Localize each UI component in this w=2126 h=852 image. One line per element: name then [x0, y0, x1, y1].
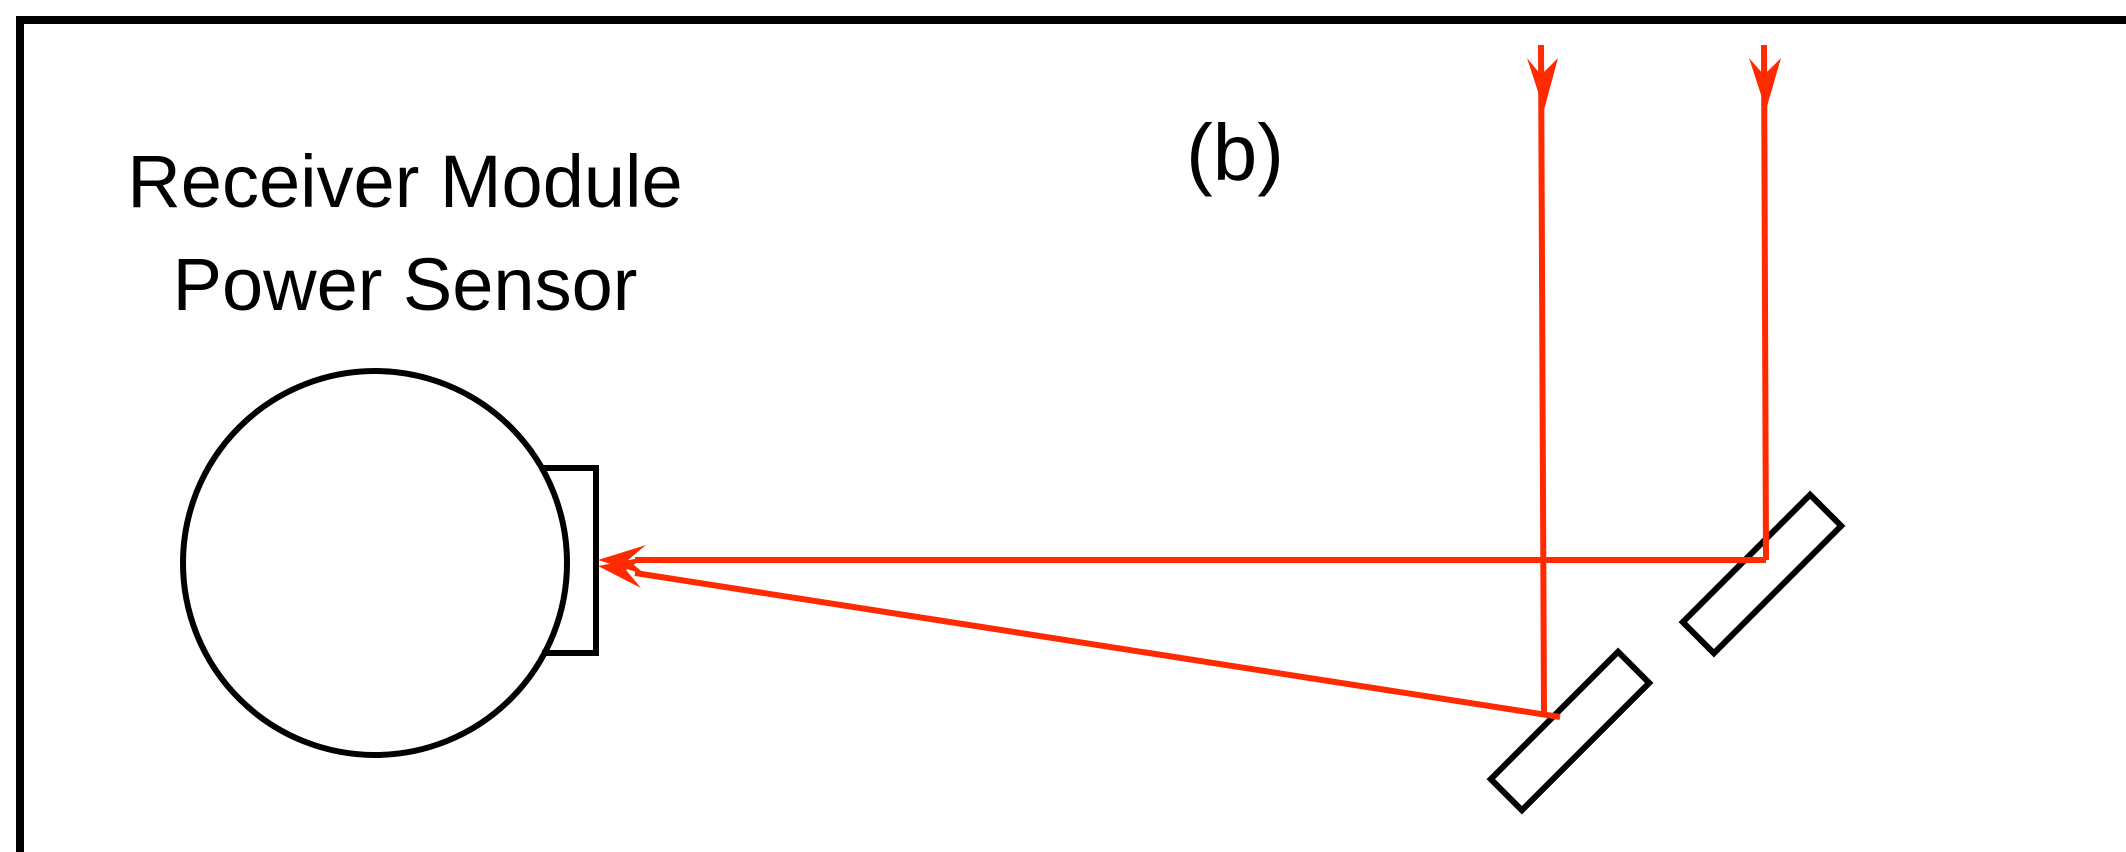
arrowhead-left-horizontal [598, 545, 646, 575]
arrowhead-down-right [1749, 58, 1781, 110]
module-label-line1: Receiver Module [127, 140, 682, 223]
sensor-body-circle [180, 368, 570, 758]
mirror-lower [1486, 647, 1654, 815]
panel-label: (b) [1186, 108, 1284, 197]
beam-arrowheads [598, 58, 1781, 588]
beam-angled [634, 570, 1561, 720]
arrowhead-down-left [1527, 58, 1558, 110]
beam-vertical-right [1761, 44, 1769, 561]
laser-beams [634, 44, 1769, 720]
module-label-line2: Power Sensor [173, 243, 638, 326]
beam-vertical-left [1538, 44, 1547, 716]
mirror-upper [1678, 490, 1846, 658]
outer-frame [16, 16, 2126, 852]
sensor-aperture [542, 465, 599, 656]
receiver-module [180, 368, 599, 758]
arrowhead-left-angled [598, 557, 645, 588]
